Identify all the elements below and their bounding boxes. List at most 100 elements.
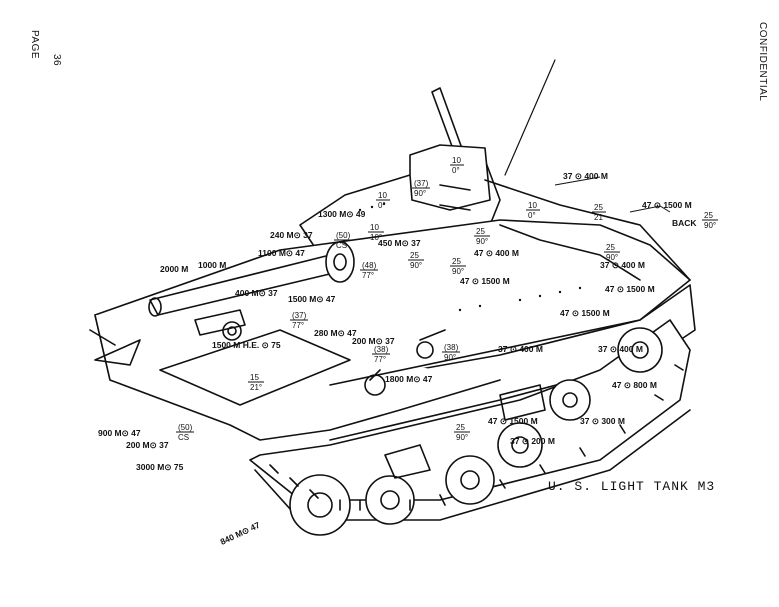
callout-track-4: 37 ⊙ 200 M: [510, 436, 555, 446]
svg-text:10: 10: [528, 201, 537, 210]
svg-text:(50): (50): [336, 231, 351, 240]
callout-nose-2: 200 M⊙ 37: [126, 440, 169, 450]
svg-text:90°: 90°: [704, 221, 716, 230]
callout-hull-side-3: 47 ⊙ 1500 M: [560, 308, 610, 318]
fraction-glacis-b: (37)77°: [290, 311, 308, 330]
figure-caption: U. S. LIGHT TANK M3: [548, 479, 716, 494]
callout-track-1: 47 ⊙ 800 M: [612, 380, 657, 390]
svg-text:47 ⊙ 800 M: 47 ⊙ 800 M: [612, 380, 657, 390]
svg-text:25: 25: [606, 243, 615, 252]
svg-text:200 M⊙ 37: 200 M⊙ 37: [352, 336, 395, 346]
svg-text:90°: 90°: [444, 353, 456, 362]
svg-text:400 M⊙ 37: 400 M⊙ 37: [235, 288, 278, 298]
callout-hull-side-4: 37 ⊙ 400 M: [498, 344, 543, 354]
svg-text:(50): (50): [178, 423, 193, 432]
callout-glacis-1: 280 M⊙ 47: [314, 328, 357, 338]
fraction-engine-deck: 100°: [526, 201, 540, 220]
callout-nose-3: 3000 M⊙ 75: [136, 462, 184, 472]
callout-turret-top: 1300 M⊙ 49: [318, 209, 366, 219]
svg-text:90°: 90°: [476, 237, 488, 246]
svg-text:(37): (37): [414, 179, 429, 188]
callout-track-2: 47 ⊙ 1500 M: [488, 416, 538, 426]
callout-hull-nose: 1800 M⊙ 47: [385, 374, 433, 384]
callout-hull-side-5: 37 ⊙ 400 M: [598, 344, 643, 354]
fraction-cupola-side: (37)90°: [412, 179, 430, 198]
svg-text:25: 25: [452, 257, 461, 266]
fraction-glacis-a: (48)77°: [360, 261, 378, 280]
svg-text:0°: 0°: [452, 166, 460, 175]
svg-text:25: 25: [410, 251, 419, 260]
callout-hull-front-1: 400 M⊙ 37: [235, 288, 278, 298]
svg-text:10: 10: [452, 156, 461, 165]
fraction-turret-top-a: 100°: [376, 191, 390, 210]
callout-track-3: 37 ⊙ 300 M: [580, 416, 625, 426]
callout-mantlet-2: 1100 M⊙ 47: [258, 248, 305, 258]
svg-text:77°: 77°: [374, 355, 386, 364]
fraction-nose-cs: (50)CS: [176, 423, 194, 442]
svg-text:25: 25: [594, 203, 603, 212]
cupola: [409, 144, 491, 211]
svg-text:10: 10: [378, 191, 387, 200]
road-wheels: [289, 327, 663, 536]
svg-text:37 ⊙ 200 M: 37 ⊙ 200 M: [510, 436, 555, 446]
svg-text:900 M⊙ 47: 900 M⊙ 47: [98, 428, 141, 438]
svg-text:21°: 21°: [250, 383, 262, 392]
svg-text:25: 25: [704, 211, 713, 220]
callout-turret-rear: 37 ⊙ 400 M: [554, 171, 608, 186]
callout-turret-front: 47 ⊙ 400 M: [474, 248, 519, 258]
svg-text:21: 21: [594, 213, 603, 222]
svg-text:1500 M⊙ 47: 1500 M⊙ 47: [288, 294, 336, 304]
svg-text:37 ⊙ 400 M: 37 ⊙ 400 M: [498, 344, 543, 354]
callout-rear-back: 47 ⊙ 1500 M: [629, 200, 692, 213]
antenna: [504, 59, 556, 176]
svg-text:37 ⊙ 300 M: 37 ⊙ 300 M: [580, 416, 625, 426]
callout-glacis-2: 200 M⊙ 37: [352, 336, 395, 346]
track: [249, 319, 691, 501]
rivets: [358, 202, 582, 312]
fraction-glacis-c: (38)90°: [442, 343, 460, 362]
callout-turret-side: 450 M⊙ 37: [378, 238, 421, 248]
svg-text:90°: 90°: [410, 261, 422, 270]
svg-text:(38): (38): [374, 345, 389, 354]
svg-text:37 ⊙ 400 M: 37 ⊙ 400 M: [563, 171, 608, 181]
svg-text:2000 M: 2000 M: [160, 264, 188, 274]
callout-turret-front-2: 47 ⊙ 1500 M: [460, 276, 510, 286]
hull-side: [329, 284, 696, 441]
svg-text:280 M⊙ 47: 280 M⊙ 47: [314, 328, 357, 338]
callout-glacis-he: 1500 M H.E. ⊙ 75: [212, 340, 281, 350]
callout-hull-side-2: 47 ⊙ 1500 M: [605, 284, 655, 294]
svg-text:47 ⊙ 1500 M: 47 ⊙ 1500 M: [605, 284, 655, 294]
svg-text:CS: CS: [336, 241, 347, 250]
svg-text:90°: 90°: [452, 267, 464, 276]
callout-gun: 2000 M: [160, 264, 188, 274]
svg-text:15: 15: [250, 373, 259, 382]
svg-text:0°: 0°: [528, 211, 536, 220]
callout-gun-2: 1000 M: [198, 260, 226, 270]
svg-text:(38): (38): [444, 343, 459, 352]
svg-text:240 M⊙ 37: 240 M⊙ 37: [270, 230, 313, 240]
back-label: BACK: [672, 218, 697, 228]
svg-text:47 ⊙ 1500 M: 47 ⊙ 1500 M: [460, 276, 510, 286]
callout-nose-1: 900 M⊙ 47: [98, 428, 141, 438]
svg-text:77°: 77°: [292, 321, 304, 330]
svg-text:10: 10: [370, 223, 379, 232]
svg-text:(48): (48): [362, 261, 377, 270]
callout-hull-side-1: 37 ⊙ 400 M: [600, 260, 645, 270]
svg-text:37 ⊙ 400 M: 37 ⊙ 400 M: [598, 344, 643, 354]
callout-front-track: 840 M⊙ 47: [219, 520, 262, 547]
svg-text:47 ⊙ 1500 M: 47 ⊙ 1500 M: [488, 416, 538, 426]
svg-text:1300 M⊙ 49: 1300 M⊙ 49: [318, 209, 366, 219]
svg-text:450 M⊙ 37: 450 M⊙ 37: [378, 238, 421, 248]
fraction-glacis-d: (38)77°: [372, 345, 390, 364]
svg-text:3000 M⊙ 75: 3000 M⊙ 75: [136, 462, 184, 472]
svg-text:25: 25: [456, 423, 465, 432]
callout-mantlet-1: 240 M⊙ 37: [270, 230, 313, 240]
